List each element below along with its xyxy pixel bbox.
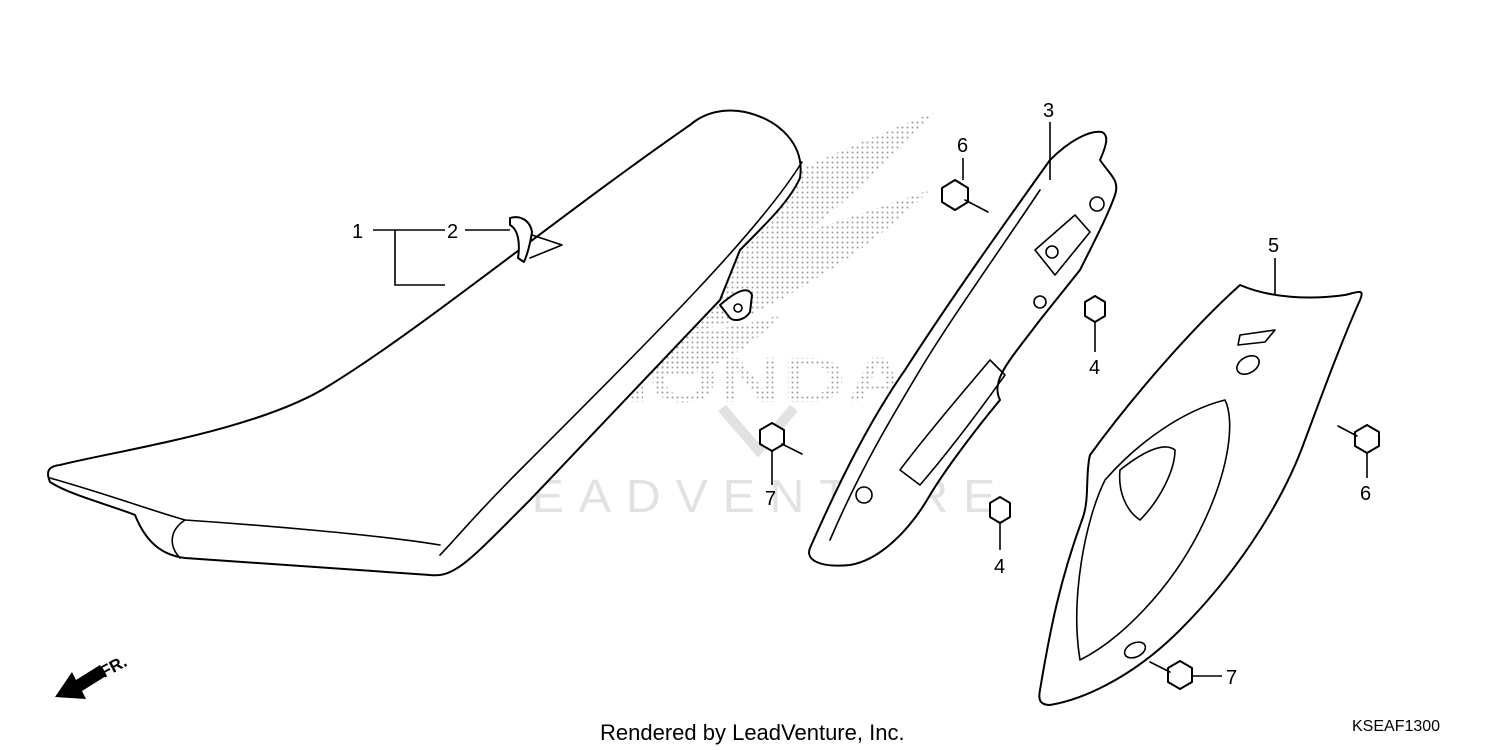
diagram-code: KSEAF1300: [1352, 718, 1440, 735]
seat-front-curve: [171, 519, 186, 559]
seat-mount-hole: [733, 303, 743, 313]
side-cover-part: [1038, 284, 1363, 706]
cover-inner-panel: [1076, 399, 1231, 661]
bracket-hole-bottom: [855, 486, 873, 504]
callout-2: 2: [447, 221, 458, 243]
bracket-hole-top: [1089, 196, 1105, 212]
nut-upper: [1084, 295, 1106, 323]
bracket-outline: [808, 130, 1118, 567]
wing-v-mark: [718, 404, 798, 458]
bolt-middle: [759, 422, 803, 455]
bracket-inner-edge: [829, 189, 1041, 541]
leader-lines: [373, 122, 1368, 677]
cover-slot: [1237, 329, 1276, 346]
callout-6-top: 6: [957, 135, 968, 157]
callout-5: 5: [1268, 235, 1279, 257]
front-arrow-icon: [55, 665, 106, 699]
nut-lower: [989, 496, 1011, 524]
bracket-rib-2: [1034, 214, 1091, 276]
seat-outline: [47, 109, 802, 577]
callout-6-right: 6: [1360, 483, 1371, 505]
seat-strap-notch: [529, 234, 563, 259]
callout-3: 3: [1043, 100, 1054, 122]
callout-7-middle: 7: [765, 488, 776, 510]
callout-7-bottom: 7: [1226, 667, 1237, 689]
bolt-bottom: [1149, 660, 1193, 690]
cover-outline: [1038, 284, 1363, 706]
callout-1: 1: [352, 221, 363, 243]
seat-part: [47, 109, 803, 577]
seat-side-crease: [49, 477, 441, 546]
front-direction-indicator: FR.: [55, 652, 130, 699]
cover-lower-hole: [1123, 641, 1147, 659]
bolt-top: [941, 179, 989, 213]
callout-4-upper: 4: [1089, 357, 1100, 379]
bracket-rib-1: [899, 359, 1006, 486]
bolt-right: [1337, 424, 1380, 454]
bracket-hole-low: [1033, 295, 1047, 309]
seat-strap: [509, 216, 533, 263]
seat-top-crease: [439, 161, 803, 556]
bracket-hole-mid: [1045, 245, 1059, 259]
callout-4-lower: 4: [994, 556, 1005, 578]
rendered-by-credit: Rendered by LeadVenture, Inc.: [600, 720, 905, 745]
cover-cutout: [1118, 446, 1176, 521]
cover-upper-hole: [1236, 355, 1260, 375]
side-bracket-part: [808, 130, 1118, 567]
